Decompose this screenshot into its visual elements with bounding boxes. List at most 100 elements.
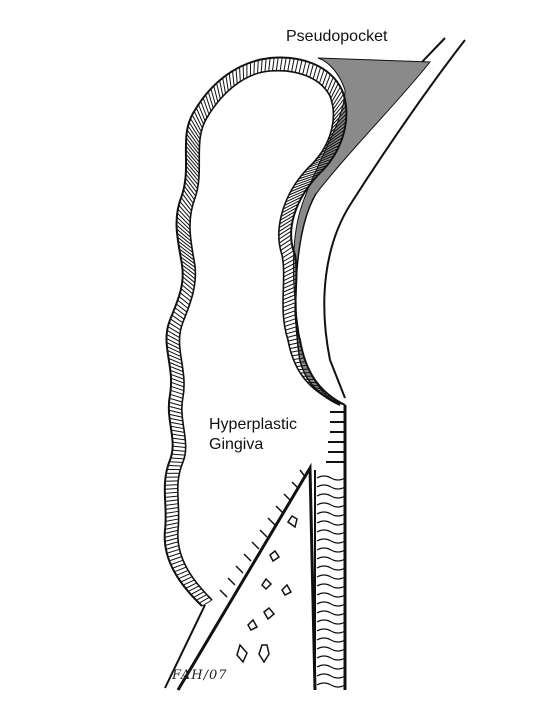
- hatch-line: [175, 308, 186, 316]
- hatch-line: [280, 58, 282, 71]
- artist-signature: FAH/07: [172, 668, 228, 683]
- hatch-line: [276, 58, 278, 71]
- hatch-line: [170, 418, 183, 421]
- hatch-line: [165, 500, 178, 501]
- hatch-line: [196, 108, 203, 125]
- hatch-line: [165, 523, 178, 526]
- hatch-line: [183, 277, 195, 287]
- hatch-line: [174, 567, 186, 572]
- hatch-line: [310, 64, 314, 77]
- hatch-line: [285, 323, 297, 327]
- hatch-line: [165, 527, 178, 530]
- ligament-fiber: [317, 638, 345, 642]
- ligament-fiber: [317, 557, 345, 561]
- hatch-line: [281, 243, 292, 250]
- hatch-line: [307, 382, 317, 383]
- hatch-line: [273, 58, 275, 71]
- hatch-line: [165, 496, 178, 497]
- hatch-line: [286, 331, 297, 334]
- hatch-line: [283, 303, 295, 308]
- hatch-line: [295, 59, 298, 72]
- hatch-line: [331, 83, 338, 98]
- hatch-line: [316, 67, 320, 81]
- hatch-line: [186, 170, 198, 185]
- ligament-fiber: [317, 521, 345, 525]
- hatch-line: [182, 285, 193, 294]
- hatch-line: [166, 507, 179, 509]
- hatch-line: [166, 519, 179, 521]
- hatch-line: [173, 446, 186, 447]
- hatch-line: [172, 434, 185, 436]
- hatch-line: [167, 342, 180, 349]
- ligament-fiber: [317, 656, 345, 660]
- hatch-line: [169, 398, 182, 402]
- hatch-line: [173, 442, 186, 444]
- hatch-line: [198, 105, 205, 121]
- hatch-line: [283, 311, 295, 315]
- hatch-line: [303, 61, 306, 74]
- hatch-line: [167, 346, 180, 352]
- alveolar-crest-ticks: [220, 470, 306, 597]
- hatch-line: [169, 402, 182, 406]
- hatch-line: [187, 134, 200, 151]
- hatch-line: [172, 438, 185, 440]
- hatch-line: [170, 394, 183, 398]
- hatch-line: [171, 560, 183, 564]
- pseudopocket-label: Pseudopocket: [286, 27, 387, 47]
- hatch-line: [329, 80, 336, 94]
- periodontal-ligament: [317, 476, 345, 687]
- hatch-line: [166, 546, 179, 550]
- hatch-line: [165, 488, 178, 489]
- hatch-line: [176, 570, 188, 575]
- hatch-line: [279, 227, 292, 235]
- ligament-fiber: [317, 575, 345, 579]
- hatch-line: [284, 315, 296, 319]
- hatch-line: [269, 58, 270, 71]
- alveolar-bone-outline: [178, 468, 315, 690]
- hatch-line: [181, 577, 192, 582]
- hatch-line: [178, 300, 189, 308]
- hatch-line: [261, 59, 262, 72]
- hatch-line: [223, 78, 226, 94]
- ligament-fiber: [317, 512, 345, 516]
- hatch-line: [168, 553, 181, 557]
- hatch-line: [203, 98, 209, 114]
- hatch-line: [179, 574, 191, 579]
- hatch-line: [319, 70, 324, 84]
- hatch-line: [201, 101, 207, 117]
- hatch-line: [182, 281, 193, 290]
- hatch-line: [284, 58, 286, 71]
- root-surface-ticks: [326, 412, 345, 462]
- hyperplastic-gingiva-label: Hyperplastic Gingiva: [209, 415, 297, 455]
- hatch-line: [169, 406, 182, 409]
- ligament-fiber: [317, 539, 345, 543]
- hatch-line: [172, 450, 185, 451]
- ligament-fiber: [317, 611, 345, 615]
- hatch-line: [217, 83, 221, 99]
- hatch-line: [292, 58, 295, 71]
- hatch-line: [165, 492, 178, 493]
- ligament-fiber: [317, 548, 345, 552]
- hatch-line: [186, 162, 199, 177]
- hatch-line: [165, 542, 178, 546]
- hatch-line: [179, 296, 190, 304]
- hatch-line: [167, 334, 180, 341]
- ligament-fiber: [317, 530, 345, 534]
- ligament-fiber: [317, 476, 345, 480]
- ligament-fiber: [317, 602, 345, 606]
- ligament-fiber: [317, 593, 345, 597]
- hatch-line: [233, 71, 235, 86]
- hatch-line: [165, 485, 178, 486]
- hatch-line: [279, 231, 291, 239]
- ligament-fiber: [317, 665, 345, 669]
- hatch-line: [170, 422, 183, 425]
- hatch-line: [226, 75, 228, 90]
- ligament-fiber: [317, 566, 345, 570]
- hatch-line: [171, 382, 184, 387]
- hatch-line: [265, 59, 266, 72]
- hatch-line: [169, 462, 182, 463]
- hatch-line: [172, 564, 184, 569]
- hatch-line: [299, 60, 302, 73]
